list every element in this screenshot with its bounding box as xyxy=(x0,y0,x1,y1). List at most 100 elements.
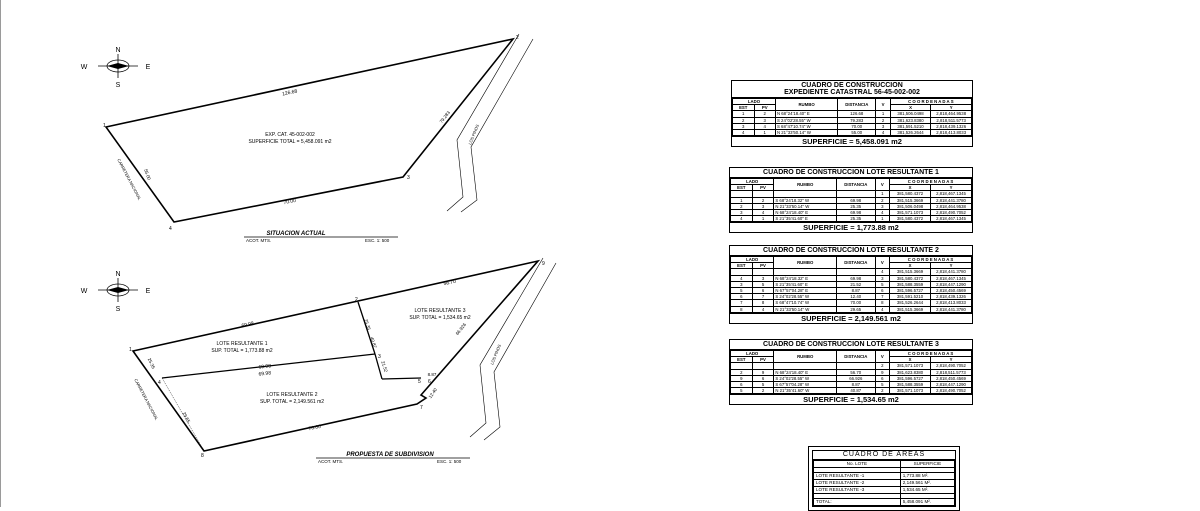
p1-esc: ESC. 1: 500 xyxy=(365,238,390,243)
hdr-lado: LADO xyxy=(729,255,775,264)
cell: 55.00 xyxy=(837,128,877,137)
areas-row-1-lote: LOTE RESULTANTE -1 xyxy=(813,472,901,480)
table-superficie: SUPERFICIE = 5,458.091 m2 xyxy=(732,136,972,146)
p2-dist-left1: 25.35 xyxy=(147,357,157,370)
hdr-distancia: DISTANCIA xyxy=(837,97,877,112)
cell: N 68°24'18.40" E xyxy=(773,208,838,217)
compass-rose-icon: N S E W xyxy=(81,47,151,89)
cell: 6 xyxy=(874,374,891,383)
cell: 4 xyxy=(874,268,891,276)
hdr-coordenadas: C O O R D E N A D A S xyxy=(889,97,973,106)
cell: 2 xyxy=(751,387,775,395)
p1-vertex-4: 4 xyxy=(169,226,172,232)
p2-vertex-6: 6 xyxy=(428,379,431,385)
cell: 29.65 xyxy=(836,305,876,313)
cell: 2,818,447.1290 xyxy=(930,280,972,289)
cell: 4 xyxy=(874,208,891,217)
cell: 2,818,441.3780 xyxy=(930,268,972,276)
hdr-v: V xyxy=(874,177,891,192)
p2-vertex-3: 3 xyxy=(378,354,381,360)
p1-label-exp: EXP. CAT. 45-002-002 xyxy=(265,132,315,138)
cell: 2,818,490.7052 xyxy=(930,387,972,395)
table-title: CUADRO DE CONSTRUCCION LOTE RESULTANTE 1 xyxy=(730,168,972,178)
p2-dist-left2: 29.65 xyxy=(181,411,191,424)
construction-table-lote-2: CUADRO DE CONSTRUCCION LOTE RESULTANTE 2… xyxy=(729,245,973,324)
cell: 2 xyxy=(874,387,891,395)
hdr-y: Y xyxy=(930,104,972,112)
p2-dist-l1-top: 69.98 xyxy=(241,321,255,330)
p2-acot: ACOT. MTS. xyxy=(318,459,343,464)
cell: 2,818,511.5773 xyxy=(930,116,972,124)
cell: 2,818,511.5773 xyxy=(930,368,972,376)
table-superficie: SUPERFICIE = 1,534.65 m2 xyxy=(730,394,972,404)
table-superficie: SUPERFICIE = 1,773.88 m2 xyxy=(730,222,972,232)
p2-dist-right: 66.926 xyxy=(455,322,468,336)
cell: 4 xyxy=(730,215,753,223)
cell: 381,526.2644 xyxy=(889,128,932,137)
areas-row-3-sup: 1,534.65 M². xyxy=(899,486,956,494)
cell: 2,818,467.1345 xyxy=(930,274,972,282)
cell: S 21°35'41.60" E xyxy=(773,280,838,289)
compass2-e: E xyxy=(146,288,151,295)
hdr-pv: PV xyxy=(753,104,776,112)
plan-propuesta-subdivision: 1 2 4 3 5 6 7 8 9 56.70 69.98 69.98 69.9… xyxy=(129,257,557,464)
p2-lote1-label: LOTE RESULTANTE 1 xyxy=(217,341,268,347)
p2-lote2-sup: SUP. TOTAL = 2,149.561 m2 xyxy=(260,399,324,405)
p2-dist-l2-top2: 69.98 xyxy=(258,370,271,378)
cell: 1 xyxy=(875,110,891,118)
cell: 2,818,413.8033 xyxy=(930,299,972,307)
cell: 4 xyxy=(732,128,755,137)
p2-vertex-2: 2 xyxy=(355,297,358,303)
table-title: CUADRO DE CONSTRUCCION EXPEDIENTE CATAST… xyxy=(732,81,972,98)
p2-vertex-9: 9 xyxy=(542,261,545,267)
cell: S 67°57'04.28" W xyxy=(773,380,838,389)
p2-vertex-5: 5 xyxy=(418,379,421,385)
cell: 381,580.4372 xyxy=(889,215,931,223)
hdr-lado: LADO xyxy=(729,177,775,186)
cell: 2,818,450.4569 xyxy=(930,374,972,383)
cell: 4 xyxy=(874,305,891,313)
cell: 2,818,413.8033 xyxy=(930,128,972,137)
p1-dist-right: 79.283 xyxy=(439,110,452,124)
sheet-border-left xyxy=(0,0,1,507)
p2-lote3-label: LOTE RESULTANTE 3 xyxy=(415,308,466,314)
hdr-y: Y xyxy=(930,184,972,192)
p1-road-left: CARRETERA NACIONAL xyxy=(116,158,142,202)
cell: N 68°24'18.32" E xyxy=(773,274,838,282)
p2-vertex-1: 1 xyxy=(129,347,132,353)
hdr-coordenadas: C O O R D E N A D A S xyxy=(889,349,972,358)
cell: 3 xyxy=(874,202,891,211)
p1-dist-bottom: 70.00 xyxy=(283,198,297,206)
cell: 25.35 xyxy=(836,215,876,223)
areas-title: CUADRO DE AREAS xyxy=(813,451,955,460)
areas-col-superficie: SUPERFICIE xyxy=(899,460,956,468)
cell: 2,818,441.3780 xyxy=(930,305,972,313)
construction-table-lote-3: CUADRO DE CONSTRUCCION LOTE RESULTANTE 3… xyxy=(729,339,973,406)
p2-lote3-sup: SUP. TOTAL = 1,534.65 m2 xyxy=(409,315,471,321)
cell: 6 xyxy=(874,286,891,295)
cell: 2,818,439.1326 xyxy=(930,293,972,301)
areas-total-value: 5,458.091 M². xyxy=(899,498,956,506)
cell: 381,571.1073 xyxy=(889,387,931,395)
p2-dist-inner2: 40.87 xyxy=(369,336,377,349)
cell: 4 xyxy=(875,128,891,137)
cell: 2,818,467.1345 xyxy=(930,190,972,198)
hdr-y: Y xyxy=(930,262,972,270)
compass2-s: S xyxy=(116,306,121,313)
hdr-y: Y xyxy=(930,356,972,364)
cell: 40.87 xyxy=(836,387,876,395)
compass-w: W xyxy=(81,64,88,71)
cell: 1 xyxy=(753,128,776,137)
cell: 9 xyxy=(874,368,891,376)
cell: N 67°57'04.28" E xyxy=(773,286,838,295)
p2-dist-top: 56.70 xyxy=(443,279,457,288)
